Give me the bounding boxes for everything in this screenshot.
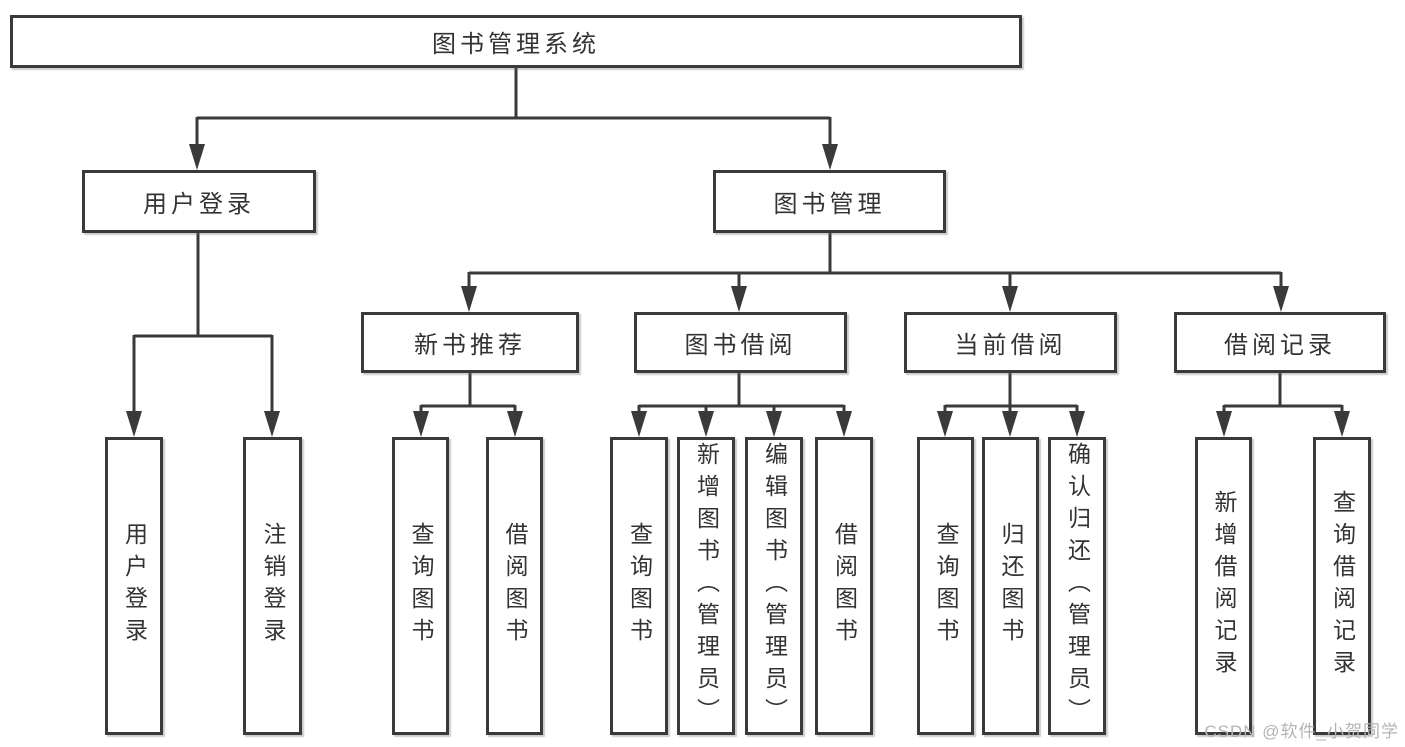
arrow-down-icon bbox=[698, 411, 714, 437]
arrow-down-icon bbox=[413, 411, 429, 437]
box-new-book-recommend: 新书推荐 bbox=[361, 312, 579, 373]
connector-borrow-records-children bbox=[1216, 373, 1350, 437]
box-library-system: 图书管理系统 bbox=[10, 15, 1022, 68]
arrow-down-icon bbox=[126, 411, 142, 437]
arrow-down-icon bbox=[1273, 286, 1289, 312]
connector-book-borrow-children bbox=[631, 373, 852, 437]
arrow-down-icon bbox=[766, 411, 782, 437]
connector-book-management-to-level3 bbox=[461, 232, 1289, 312]
connector-root-to-level2 bbox=[189, 66, 838, 170]
box-cb-query-books: 查询图书 bbox=[917, 437, 974, 735]
connector-new-book-children bbox=[413, 373, 523, 437]
arrow-down-icon bbox=[631, 411, 647, 437]
arrow-down-icon bbox=[507, 411, 523, 437]
arrow-down-icon bbox=[1002, 286, 1018, 312]
arrow-down-icon bbox=[822, 144, 838, 170]
box-book-management: 图书管理 bbox=[713, 170, 946, 233]
box-bb-edit-books-admin: 编辑图书（管理员） bbox=[745, 437, 803, 735]
box-nb-query-books: 查询图书 bbox=[392, 437, 449, 735]
arrow-down-icon bbox=[731, 286, 747, 312]
arrow-down-icon bbox=[937, 411, 953, 437]
csdn-watermark: CSDN @软件_小贺同学 bbox=[1204, 722, 1399, 741]
box-bb-query-books: 查询图书 bbox=[610, 437, 668, 735]
box-login: 用户登录 bbox=[105, 437, 163, 735]
connector-user-login-children bbox=[126, 232, 280, 437]
box-cb-confirm-return-admin: 确认归还（管理员） bbox=[1048, 437, 1106, 735]
arrow-down-icon bbox=[264, 411, 280, 437]
arrow-down-icon bbox=[1216, 411, 1232, 437]
box-cb-return-books: 归还图书 bbox=[982, 437, 1039, 735]
arrow-down-icon bbox=[1002, 411, 1018, 437]
arrow-down-icon bbox=[1334, 411, 1350, 437]
box-rec-add-borrow-record: 新增借阅记录 bbox=[1195, 437, 1252, 735]
box-rec-query-borrow-record: 查询借阅记录 bbox=[1313, 437, 1371, 735]
arrow-down-icon bbox=[1069, 411, 1085, 437]
box-bb-borrow-books: 借阅图书 bbox=[815, 437, 873, 735]
arrow-down-icon bbox=[189, 144, 205, 170]
box-book-borrowing: 图书借阅 bbox=[634, 312, 847, 373]
box-user-login: 用户登录 bbox=[82, 170, 316, 233]
arrow-down-icon bbox=[461, 286, 477, 312]
box-bb-add-books-admin: 新增图书（管理员） bbox=[677, 437, 735, 735]
box-logout: 注销登录 bbox=[243, 437, 302, 735]
box-borrowing-records: 借阅记录 bbox=[1174, 312, 1386, 373]
connector-current-borrow-children bbox=[937, 373, 1085, 437]
box-nb-borrow-books: 借阅图书 bbox=[486, 437, 543, 735]
box-current-borrowing: 当前借阅 bbox=[904, 312, 1117, 373]
arrow-down-icon bbox=[836, 411, 852, 437]
